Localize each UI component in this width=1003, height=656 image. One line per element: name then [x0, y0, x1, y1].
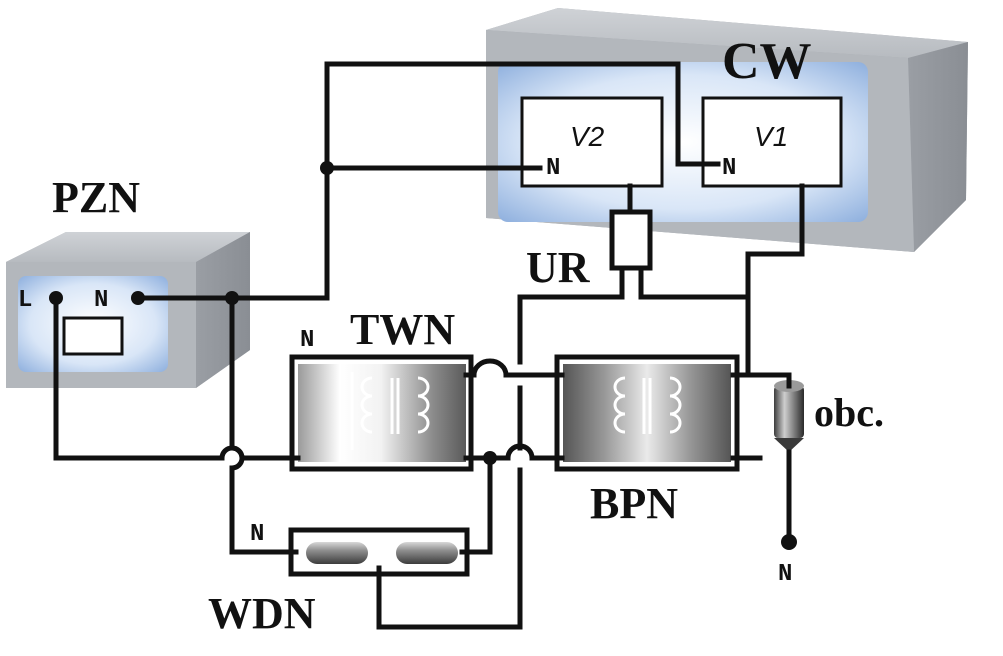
obc-label: obc. — [814, 390, 884, 435]
v2-n-terminal-label: N — [546, 155, 560, 182]
v2-label: V2 — [570, 121, 605, 152]
wdn-label: WDN — [208, 589, 316, 638]
ground-n-label: N — [778, 561, 792, 588]
junction-dot — [320, 161, 334, 175]
obc-arrester — [774, 380, 804, 452]
pzn-l-terminal — [49, 291, 63, 305]
junction-dot — [225, 291, 239, 305]
ur-component — [609, 209, 653, 271]
pzn-n-terminal-label: N — [94, 287, 108, 314]
v1-device — [701, 96, 843, 188]
v1-label: V1 — [754, 121, 788, 152]
pzn-n-terminal — [131, 291, 145, 305]
bpn-transformer — [554, 354, 740, 472]
twn-label: TWN — [350, 305, 455, 354]
twn-transformer — [289, 354, 474, 472]
pzn-l-terminal-label: L — [18, 287, 32, 314]
cw-label: CW — [722, 33, 812, 90]
v2-device — [520, 96, 664, 188]
ur-label: UR — [526, 243, 591, 292]
pzn-cabinet — [6, 232, 250, 388]
v1-n-terminal-label: N — [722, 155, 736, 182]
wiring — [53, 61, 805, 630]
pzn-label: PZN — [52, 173, 140, 222]
twn-n-terminal-label: N — [300, 327, 314, 354]
wdn-n-terminal-label: N — [250, 521, 264, 548]
junction-dot — [483, 451, 497, 465]
ground-terminal — [781, 534, 797, 550]
bpn-label: BPN — [590, 479, 678, 528]
